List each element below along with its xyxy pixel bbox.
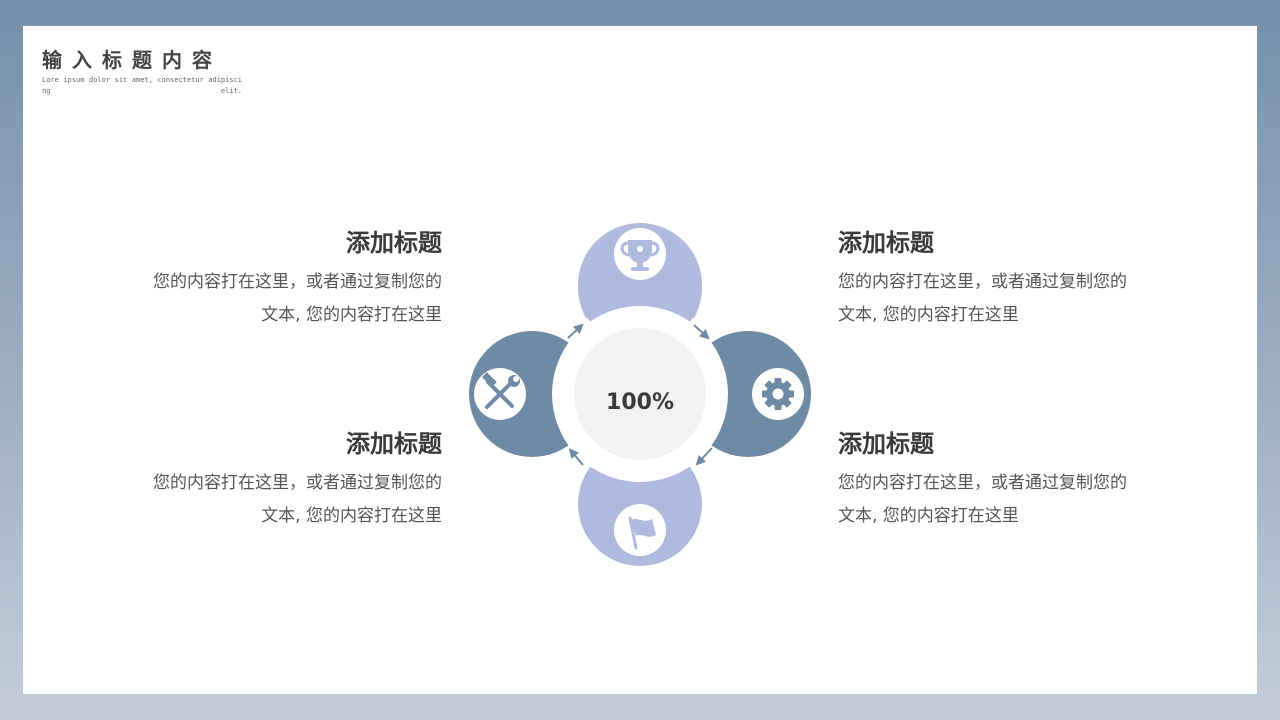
gear-icon xyxy=(762,378,794,410)
arrow-bottom-left xyxy=(568,448,584,466)
trophy-icon xyxy=(620,240,660,271)
block-desc: 您的内容打在这里，或者通过复制您的文本, 您的内容打在这里 xyxy=(838,473,1127,526)
block-desc: 您的内容打在这里，或者通过复制您的文本, 您的内容打在这里 xyxy=(153,473,442,526)
center-disc xyxy=(574,328,706,460)
text-block-bottom-right: 添加标题 您的内容打在这里，或者通过复制您的文本, 您的内容打在这里 xyxy=(838,429,1138,533)
tools-icon xyxy=(481,372,520,409)
block-title: 添加标题 xyxy=(346,430,442,458)
text-block-top-left: 添加标题 您的内容打在这里，或者通过复制您的文本, 您的内容打在这里 xyxy=(142,228,442,332)
flag-icon xyxy=(628,516,656,550)
arrow-top-right xyxy=(693,324,710,340)
page-title: 输入标题内容 xyxy=(42,48,222,72)
block-desc: 您的内容打在这里，或者通过复制您的文本, 您的内容打在这里 xyxy=(838,272,1127,325)
page-subtitle: Lore ipsum dolor sit amet, consectetur a… xyxy=(42,76,242,95)
block-title: 添加标题 xyxy=(838,430,934,458)
block-title: 添加标题 xyxy=(838,229,934,257)
arrow-bottom-right xyxy=(695,447,713,466)
center-value: 100% xyxy=(606,390,674,415)
text-block-bottom-left: 添加标题 您的内容打在这里，或者通过复制您的文本, 您的内容打在这里 xyxy=(142,429,442,533)
text-block-top-right: 添加标题 您的内容打在这里，或者通过复制您的文本, 您的内容打在这里 xyxy=(838,228,1138,332)
block-desc: 您的内容打在这里，或者通过复制您的文本, 您的内容打在这里 xyxy=(153,272,442,325)
block-title: 添加标题 xyxy=(346,229,442,257)
arrow-top-left xyxy=(567,323,584,339)
